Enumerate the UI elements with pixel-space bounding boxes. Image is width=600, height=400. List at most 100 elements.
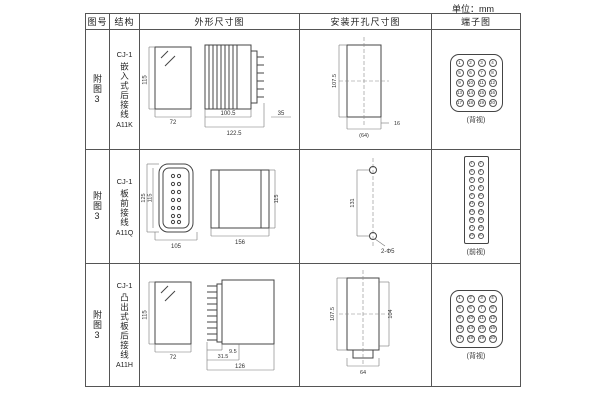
terminal-7: 7: [477, 69, 486, 77]
terminal-14: 14: [477, 209, 484, 215]
row3-outline-cell: 115 72 9.5 31.5 126: [140, 264, 300, 386]
row3-mounting-cell: 107.5 104 64: [300, 264, 432, 386]
terminal-7: 7: [477, 304, 486, 313]
dim-label-100-5: 100.5: [220, 111, 236, 117]
dim-label-105: 105: [170, 244, 181, 250]
terminal-4: 4: [488, 59, 497, 67]
terminal-20: 20: [488, 334, 497, 343]
terminal-15: 15: [468, 217, 475, 223]
unit-label: 单位：mm: [452, 4, 494, 14]
type-code: A11H: [116, 362, 133, 370]
terminal-1: 1: [468, 161, 475, 167]
structure-label: 板前接线: [119, 188, 130, 227]
terminal-14: 14: [466, 89, 475, 97]
terminal-18: 18: [466, 99, 475, 107]
terminal-view-label: (背视): [466, 117, 486, 124]
terminal-14: 14: [466, 324, 475, 333]
dim-label-35: 35: [277, 111, 284, 117]
dim-label-64: 64: [359, 370, 365, 376]
terminal-9: 9: [455, 79, 464, 87]
terminal-15: 15: [477, 324, 486, 333]
dim-label-64: (64): [359, 133, 369, 139]
terminal-5: 5: [468, 177, 475, 183]
dimension-table: 图号 结构 外形尺寸图 安装开孔尺寸图 端子图 附图3 CJ-1 嵌入式后接线 …: [85, 13, 521, 387]
fig-no: 附图3: [92, 309, 102, 341]
dim-label-107-5: 107.5: [332, 74, 338, 88]
structure-label: 嵌入式后接线: [119, 62, 130, 119]
terminal-16: 16: [488, 324, 497, 333]
terminal-1: 1: [455, 59, 464, 67]
terminal-3: 3: [477, 294, 486, 303]
terminal-5: 5: [455, 304, 464, 313]
dim-label-72: 72: [169, 355, 176, 361]
row1-outline-cell: 115 72 100.5 122.5 35: [140, 30, 300, 150]
dim-label-115: 115: [142, 310, 148, 320]
terminal-10: 10: [466, 79, 475, 87]
dim-label-107-5: 107.5: [330, 307, 336, 321]
fig-no: 附图3: [92, 74, 102, 105]
terminal-9: 9: [455, 314, 464, 323]
terminal-13: 13: [455, 89, 464, 97]
structure-label: 凸出式板后接线: [119, 292, 130, 360]
outline-drawing-a11k: 115 72 100.5 122.5 35: [142, 44, 291, 137]
terminal-3: 3: [477, 59, 486, 67]
terminal-10: 10: [466, 314, 475, 323]
terminal-12: 12: [488, 314, 497, 323]
row2-structure-cell: CJ-1 板前接线 A11Q: [110, 150, 140, 264]
terminal-16: 16: [488, 89, 497, 97]
terminal-17: 17: [455, 99, 464, 107]
header-structure: 结构: [110, 14, 140, 30]
header-terminal-diagram: 端子图: [432, 14, 520, 30]
terminal-8: 8: [477, 185, 484, 191]
terminal-6: 6: [466, 69, 475, 77]
terminal-1: 1: [455, 294, 464, 303]
header-fig-no: 图号: [86, 14, 110, 30]
terminal-2: 2: [466, 294, 475, 303]
outline-drawing-a11q: 125 115 105 156 115: [141, 163, 280, 250]
terminal-view-label: (背视): [466, 352, 486, 360]
terminal-11: 11: [468, 201, 475, 207]
fig-no: 附图3: [92, 191, 102, 222]
terminal-18: 18: [477, 225, 484, 231]
terminal-19: 19: [468, 233, 475, 239]
terminal-6: 6: [466, 304, 475, 313]
row2-mounting-cell: 131 2-Φ5: [300, 150, 432, 264]
model-label: CJ-1: [116, 50, 133, 59]
header-outline-dims: 外形尺寸图: [140, 14, 300, 30]
terminal-2: 2: [477, 161, 484, 167]
terminal-8: 8: [488, 69, 497, 77]
dim-label-72: 72: [169, 120, 176, 126]
terminal-10: 10: [477, 193, 484, 199]
terminal-20: 20: [477, 233, 484, 239]
dim-label-16: 16: [393, 121, 399, 127]
terminal-11: 11: [477, 314, 486, 323]
dim-label-131: 131: [350, 198, 356, 207]
terminal-18: 18: [466, 334, 475, 343]
terminal-6: 6: [477, 177, 484, 183]
dim-label-104: 104: [388, 309, 394, 318]
terminal-8: 8: [488, 304, 497, 313]
dim-label-9-5: 9.5: [229, 349, 237, 355]
terminal-17: 17: [468, 225, 475, 231]
row2-fig-no-cell: 附图3: [86, 150, 110, 264]
row1-mounting-cell: 107.5 16 (64): [300, 30, 432, 150]
terminal-5: 5: [455, 69, 464, 77]
dim-label-31-5: 31.5: [217, 354, 228, 360]
terminal-view-label: (前视): [466, 249, 486, 256]
terminal-16: 16: [477, 217, 484, 223]
terminal-19: 19: [477, 99, 486, 107]
model-label: CJ-1: [116, 280, 133, 290]
terminal-20: 20: [488, 99, 497, 107]
terminal-12: 12: [488, 79, 497, 87]
dim-label-125: 125: [141, 193, 147, 202]
row3-fig-no-cell: 附图3: [86, 264, 110, 386]
mounting-drawing-a11k: 107.5 16 (64): [332, 36, 400, 139]
dim-label-115-inner: 115: [147, 193, 153, 202]
dim-label-126: 126: [234, 364, 245, 370]
model-label: CJ-1: [116, 176, 133, 186]
